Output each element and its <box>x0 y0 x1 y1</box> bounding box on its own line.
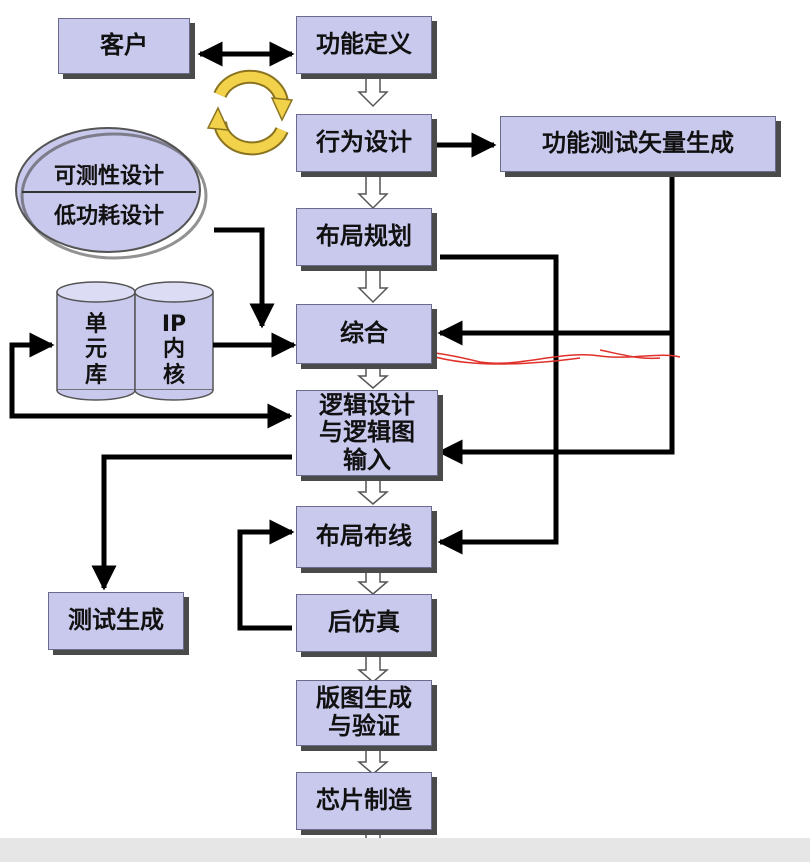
logic-design-line-3: 输入 <box>343 445 391 474</box>
ip-core-cylinder <box>134 281 214 401</box>
layout-verify-line-2: 与验证 <box>328 712 400 740</box>
place-route-box: 布局布线 <box>296 506 432 568</box>
behavior-design-label: 行为设计 <box>316 128 412 157</box>
customer-box: 客户 <box>58 18 190 74</box>
logic-design-line-2: 与逻辑图 <box>319 418 415 447</box>
testability-design-label: 可测性设计 <box>53 164 164 189</box>
synthesis-label: 综合 <box>340 319 388 348</box>
connector-arrows <box>9 41 675 631</box>
synthesis-box: 综合 <box>296 304 432 364</box>
chip-fabrication-label: 芯片制造 <box>316 786 412 815</box>
cell-library-label: 单 元 库 <box>84 312 107 388</box>
cell-library-cylinder <box>56 281 136 401</box>
logic-design-line-1: 逻辑设计 <box>319 390 415 419</box>
function-test-vector-label: 功能测试矢量生成 <box>542 129 734 158</box>
place-route-label: 布局布线 <box>316 522 412 551</box>
behavior-design-box: 行为设计 <box>296 114 432 172</box>
post-simulation-box: 后仿真 <box>296 594 432 652</box>
layout-verify-line-1: 版图生成 <box>316 684 412 713</box>
ip-core-label: IP 内 核 <box>161 312 187 388</box>
customer-label: 客户 <box>100 31 148 60</box>
test-generation-box: 测试生成 <box>48 592 184 650</box>
function-definition-label: 功能定义 <box>316 30 412 59</box>
chip-fabrication-box: 芯片制造 <box>296 772 432 830</box>
logic-design-box: 逻辑设计 与逻辑图 输入 <box>296 390 438 476</box>
post-simulation-label: 后仿真 <box>328 608 400 637</box>
cycle-arrows-icon <box>206 69 294 156</box>
low-power-design-label: 低功耗设计 <box>53 204 164 229</box>
layout-verify-box: 版图生成 与验证 <box>296 680 432 746</box>
ellipse-shape <box>15 127 201 253</box>
layout-planning-box: 布局规划 <box>296 208 432 266</box>
footer-bar <box>0 838 810 862</box>
function-definition-box: 功能定义 <box>296 16 432 74</box>
test-generation-label: 测试生成 <box>68 606 164 635</box>
function-test-vector-box: 功能测试矢量生成 <box>500 116 776 172</box>
layout-planning-label: 布局规划 <box>316 222 412 251</box>
